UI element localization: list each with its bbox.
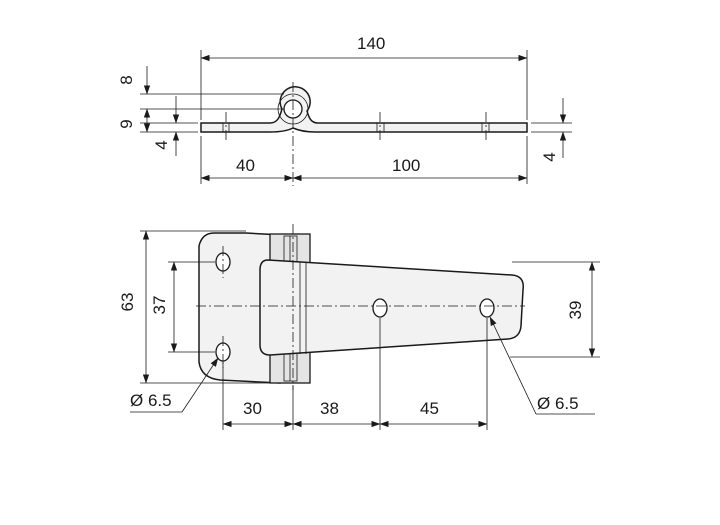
dim-9: 9	[117, 119, 136, 128]
right-leaf	[259, 259, 525, 356]
top-dimensions: 140 40 100 8 9 4 4	[117, 34, 572, 184]
dim-40: 40	[236, 156, 255, 175]
hole-callout-right: Ø 6.5	[537, 394, 579, 413]
front-view	[196, 224, 525, 390]
dim-8: 8	[117, 75, 136, 84]
dim-140: 140	[357, 34, 385, 53]
dim-38: 38	[320, 399, 339, 418]
dim-63: 63	[118, 293, 137, 312]
dim-37: 37	[150, 296, 169, 315]
dim-39: 39	[566, 301, 585, 320]
hole-callout-left: Ø 6.5	[130, 391, 172, 410]
dim-100: 100	[392, 156, 420, 175]
hole-right	[479, 298, 495, 318]
dim-30: 30	[243, 399, 262, 418]
hole-middle	[372, 298, 388, 318]
dim-4-right: 4	[540, 152, 559, 161]
dim-45: 45	[420, 399, 439, 418]
front-dimensions: 63 37 39 30 38 45 Ø 6.5 Ø 6.5	[118, 230, 600, 430]
dim-4-left: 4	[152, 140, 171, 149]
